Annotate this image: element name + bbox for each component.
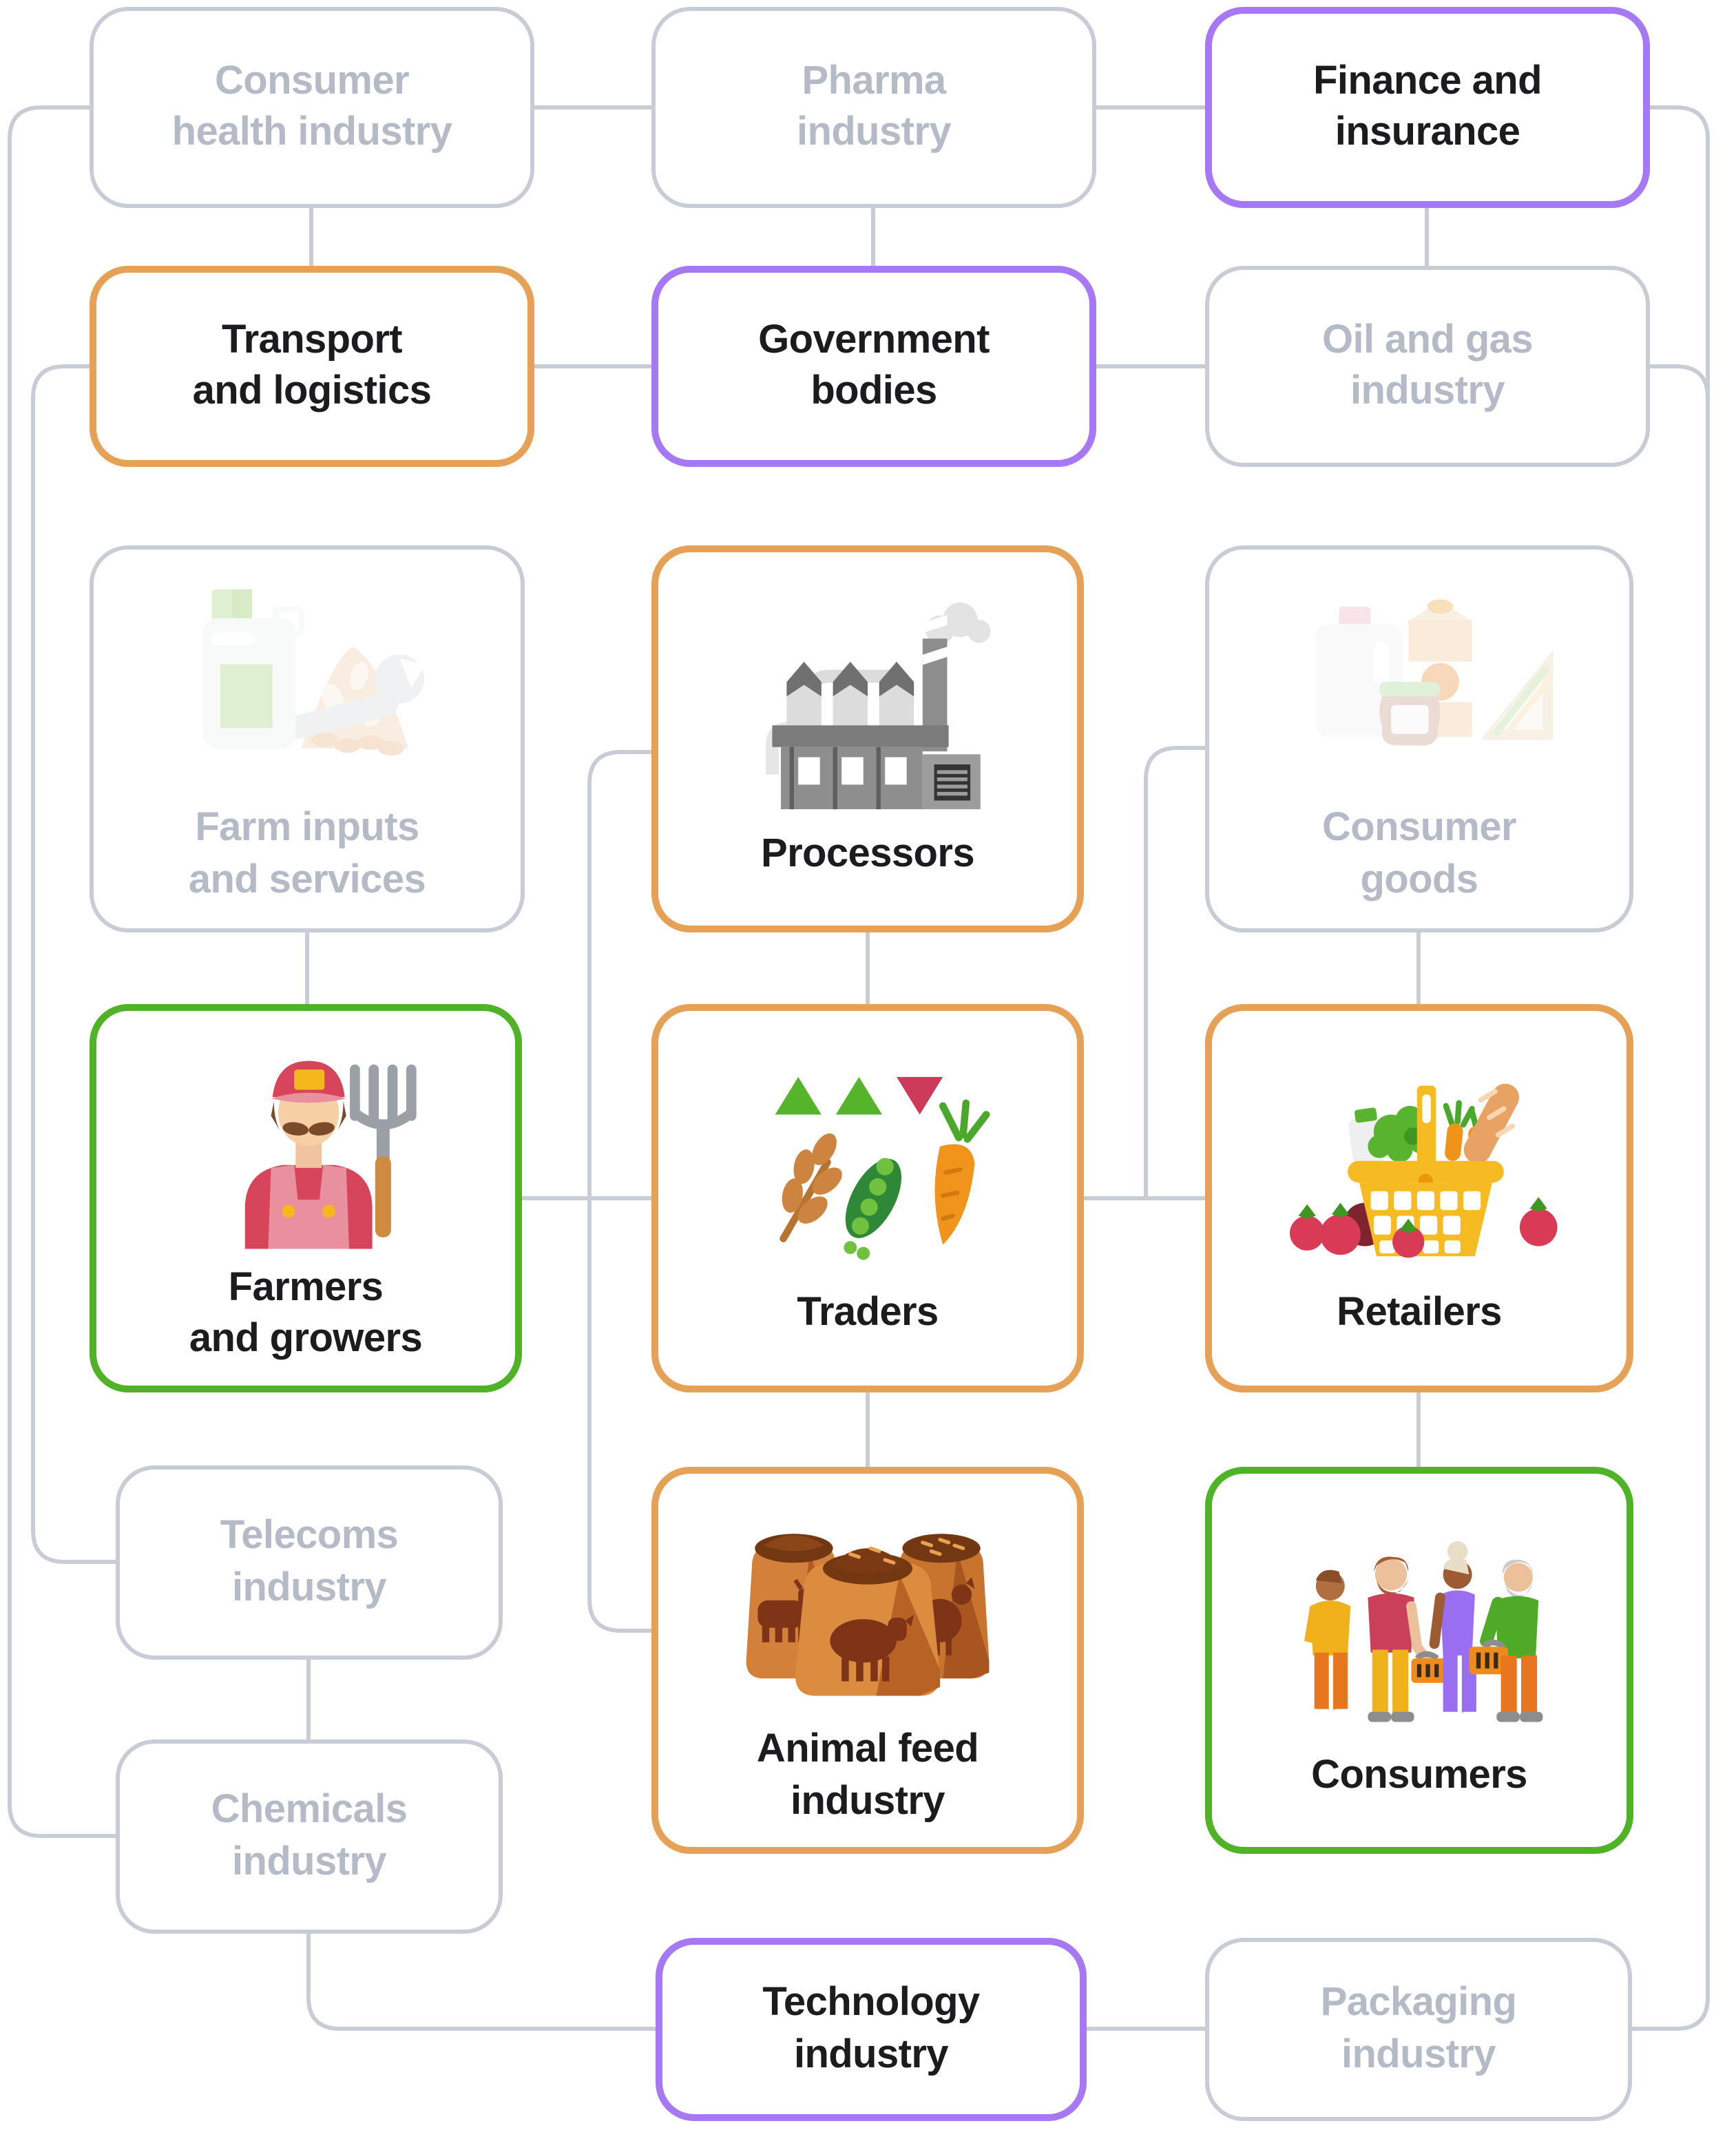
node-label: Packaging industry bbox=[1320, 1981, 1517, 2076]
node-technology-industry: Technology industry bbox=[656, 1938, 1087, 2121]
node-label: Consumer health industry bbox=[171, 59, 452, 154]
node-label: Farm inputs and services bbox=[188, 806, 426, 901]
node-consumer-goods: Consumer goods bbox=[1205, 545, 1633, 932]
commodities-icon bbox=[723, 1057, 1012, 1275]
node-processors: Processors bbox=[651, 545, 1084, 932]
node-label: Consumer goods bbox=[1321, 806, 1517, 901]
node-animal-feed-industry: Animal feed industry bbox=[651, 1467, 1084, 1854]
node-label: Retailers bbox=[1337, 1291, 1502, 1335]
node-government-bodies: Government bodies bbox=[651, 266, 1096, 467]
feed-sacks-icon bbox=[723, 1494, 1012, 1711]
node-consumers: Consumers bbox=[1205, 1467, 1633, 1854]
node-farmers-and-growers: Farmers and growers bbox=[90, 1004, 522, 1392]
node-label: Processors bbox=[761, 831, 975, 876]
factory-icon bbox=[723, 597, 1012, 815]
node-farm-inputs-and-services: Farm inputs and services bbox=[90, 545, 525, 932]
farmer-icon bbox=[161, 1032, 450, 1249]
node-label: Consumers bbox=[1311, 1753, 1527, 1797]
node-oil-and-gas-industry: Oil and gas industry bbox=[1205, 266, 1650, 467]
farm-supplies-icon bbox=[163, 572, 452, 790]
node-traders: Traders bbox=[651, 1004, 1084, 1392]
node-consumer-health-industry: Consumer health industry bbox=[90, 7, 534, 208]
node-label: Chemicals industry bbox=[211, 1788, 408, 1883]
node-packaging-industry: Packaging industry bbox=[1205, 1938, 1632, 2121]
node-retailers: Retailers bbox=[1205, 1004, 1633, 1392]
node-label: Pharma industry bbox=[797, 59, 952, 154]
node-chemicals-industry: Chemicals industry bbox=[116, 1740, 503, 1934]
node-transport-and-logistics: Transport and logistics bbox=[90, 266, 534, 467]
node-label: Transport and logistics bbox=[192, 317, 432, 413]
node-telecoms-industry: Telecoms industry bbox=[116, 1465, 503, 1660]
node-finance-and-insurance: Finance and insurance bbox=[1205, 7, 1650, 208]
node-pharma-industry: Pharma industry bbox=[651, 7, 1096, 208]
node-label: Oil and gas industry bbox=[1321, 317, 1534, 413]
node-label: Farmers and growers bbox=[189, 1265, 423, 1361]
people-group-icon bbox=[1275, 1519, 1564, 1737]
groceries-icon bbox=[1275, 572, 1564, 790]
shopping-basket-icon bbox=[1275, 1057, 1564, 1275]
node-label: Technology industry bbox=[762, 1981, 980, 2076]
node-label: Animal feed industry bbox=[756, 1727, 979, 1823]
node-label: Finance and insurance bbox=[1313, 59, 1542, 154]
node-label: Traders bbox=[797, 1291, 939, 1335]
node-label: Government bodies bbox=[758, 317, 990, 413]
node-label: Telecoms industry bbox=[220, 1514, 399, 1609]
